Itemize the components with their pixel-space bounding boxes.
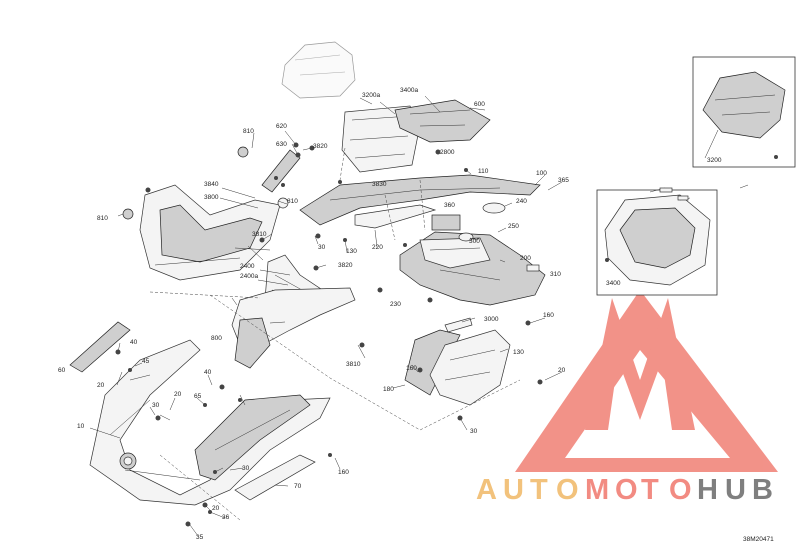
callout-800: 800 — [211, 335, 222, 342]
callout-20: 20 — [97, 382, 105, 389]
callout-30: 30 — [242, 465, 250, 472]
callout-40: 40 — [204, 369, 212, 376]
watermark-letter: T — [530, 474, 549, 506]
callout-3400: 3400 — [606, 280, 621, 287]
callout-3400a: 3400a — [400, 87, 418, 94]
callout-810: 810 — [97, 215, 108, 222]
callout-160: 160 — [406, 365, 417, 372]
callout-35: 35 — [196, 534, 204, 541]
callout-20: 20 — [212, 505, 220, 512]
callout-3200a: 3200a — [362, 92, 380, 99]
callout-160: 160 — [543, 312, 554, 319]
callout-180: 180 — [383, 386, 394, 393]
callout-60: 60 — [58, 367, 66, 374]
callout-10: 10 — [77, 423, 85, 430]
loose-small-parts — [649, 184, 749, 201]
callout-365: 365 — [558, 177, 569, 184]
callout-20: 20 — [174, 391, 182, 398]
watermark-letter: O — [669, 474, 693, 506]
callout-250: 250 — [508, 223, 519, 230]
callout-230: 230 — [390, 301, 401, 308]
part-200-tray — [399, 231, 546, 306]
part-70 — [234, 454, 316, 501]
callout-30: 30 — [470, 428, 478, 435]
part-3000 — [444, 317, 473, 333]
callout-130: 130 — [346, 248, 357, 255]
callout-3200: 3200 — [707, 157, 722, 164]
part-240-ring — [482, 202, 506, 214]
part-60 — [69, 321, 131, 373]
watermark-letter: U — [725, 474, 747, 506]
grommet-810 — [122, 208, 134, 220]
callout-30: 30 — [152, 402, 160, 409]
callout-2800: 2800 — [440, 149, 455, 156]
callout-360: 360 — [444, 202, 455, 209]
callout-30: 30 — [318, 244, 326, 251]
watermark-letter: U — [503, 474, 525, 506]
callout-630: 630 — [276, 141, 287, 148]
callout-3820: 3820 — [313, 143, 328, 150]
callout-620: 620 — [276, 123, 287, 130]
part-600 — [394, 99, 491, 143]
callout-200: 200 — [520, 255, 531, 262]
callout-3830: 3830 — [372, 181, 387, 188]
callout-70: 70 — [294, 483, 302, 490]
watermark-logo — [515, 290, 778, 472]
part-360 — [431, 214, 461, 231]
callout-40: 40 — [130, 339, 138, 346]
callout-45: 45 — [142, 358, 150, 365]
part-300 — [458, 232, 474, 242]
watermark-letter: M — [585, 474, 610, 506]
watermark-letter: O — [615, 474, 639, 506]
leader-lines — [89, 95, 563, 537]
callout-310: 310 — [550, 271, 561, 278]
callout-130: 130 — [513, 349, 524, 356]
callout-810: 810 — [287, 198, 298, 205]
grommet-810 — [277, 197, 289, 209]
part-130-side-panel — [404, 329, 511, 406]
callout-110: 110 — [478, 168, 489, 175]
part-800-nose — [231, 287, 356, 369]
callout-100: 100 — [536, 170, 547, 177]
watermark-letter: H — [697, 474, 719, 506]
callout-3840: 3840 — [204, 181, 219, 188]
part-220 — [354, 204, 437, 229]
fasteners — [115, 142, 543, 527]
callout-labels: 3200a 3400a 600 620 630 3820 810 2800 110 100 365 3… — [58, 87, 722, 541]
callout-3820: 3820 — [338, 262, 353, 269]
watermark-letter: T — [641, 474, 660, 506]
callout-2400a: 2400a — [240, 273, 258, 280]
watermark-letter: A — [476, 474, 498, 506]
part-fairing-right — [194, 394, 311, 481]
callout-3810: 3810 — [252, 231, 267, 238]
callout-20: 20 — [558, 367, 566, 374]
callout-36: 36 — [222, 514, 230, 521]
inset-box-3200 — [692, 56, 796, 168]
part-10-main-fairing — [89, 339, 331, 506]
callout-3810: 3810 — [346, 361, 361, 368]
callout-220: 220 — [372, 244, 383, 251]
grommet-810 — [237, 146, 249, 158]
upper-shroud-outline — [281, 41, 356, 99]
part-3800-headlight-bezel — [139, 184, 281, 281]
callout-3800: 3800 — [204, 194, 219, 201]
callout-3000: 3000 — [484, 316, 499, 323]
watermark-letter: B — [752, 474, 774, 506]
part-100-frame — [299, 174, 541, 226]
callout-160: 160 — [338, 469, 349, 476]
callout-2400: 2400 — [240, 263, 255, 270]
callout-810: 810 — [243, 128, 254, 135]
inset-box-3400 — [596, 189, 718, 296]
callout-300: 300 — [469, 238, 480, 245]
bracket-630 — [261, 149, 301, 193]
callout-600: 600 — [474, 101, 485, 108]
callout-65: 65 — [194, 393, 202, 400]
part-310 — [526, 264, 540, 272]
watermark-letter: O — [556, 474, 580, 506]
drawing-reference-number: 38M20471 — [743, 536, 774, 543]
callout-240: 240 — [516, 198, 527, 205]
